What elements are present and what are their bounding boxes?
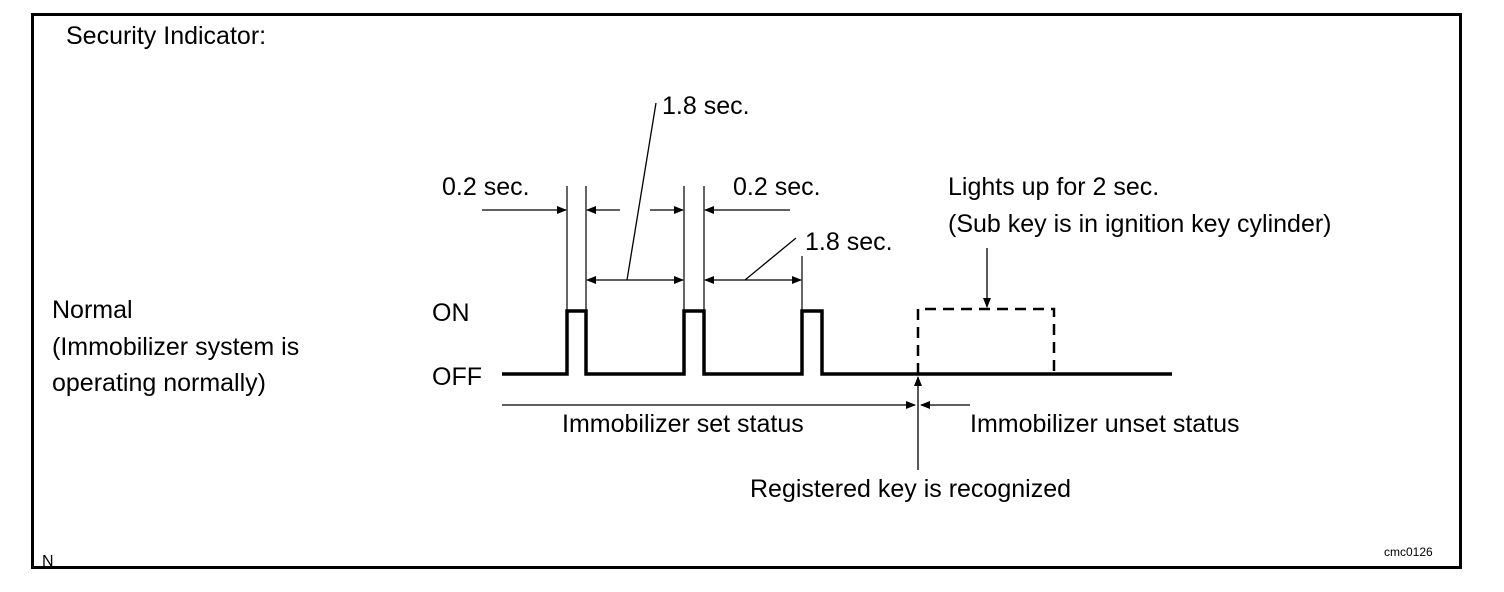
corner-mark: N: [42, 553, 54, 570]
mode-desc-line2: operating normally): [52, 369, 266, 397]
lights-up-pulse-dashed: [916, 307, 1056, 374]
set-status-label: Immobilizer set status: [562, 410, 804, 438]
figure-code: cmc0126: [1384, 545, 1433, 559]
interval-second-dimension: [704, 237, 802, 284]
recognized-label: Registered key is recognized: [750, 475, 1071, 503]
pulse-extension-lines: [566, 186, 803, 311]
diagram-title: Security Indicator:: [66, 22, 266, 50]
on-level-label: ON: [432, 299, 470, 327]
diagram-frame: [31, 13, 1462, 569]
indicator-waveform: [502, 309, 1172, 376]
interval-first-dimension: [586, 102, 684, 284]
mode-label: Normal: [52, 296, 133, 324]
mode-desc-line1: (Immobilizer system is: [52, 333, 299, 361]
interval-right-label: 1.8 sec.: [805, 228, 893, 256]
lights-up-condition: (Sub key is in ignition key cylinder): [948, 210, 1332, 238]
off-level-label: OFF: [432, 363, 482, 391]
pulse-width-left-label: 0.2 sec.: [442, 173, 530, 201]
unset-status-label: Immobilizer unset status: [970, 410, 1240, 438]
pulse-width-right-label: 0.2 sec.: [733, 173, 821, 201]
interval-top-label: 1.8 sec.: [662, 92, 750, 120]
lights-up-label: Lights up for 2 sec.: [948, 173, 1159, 201]
